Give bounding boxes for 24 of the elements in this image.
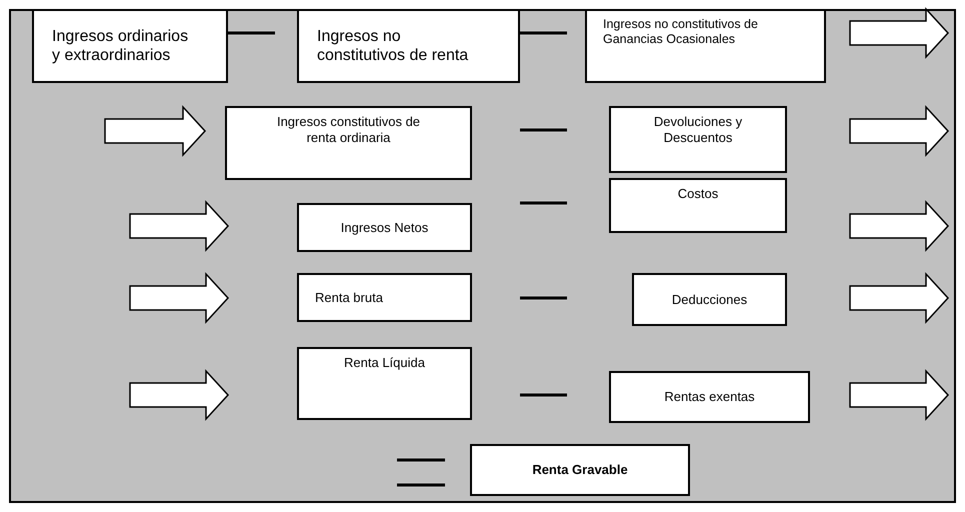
box-label: Ingresos Netos [340, 220, 430, 236]
process-box [470, 444, 690, 496]
box-label: Renta Líquida [343, 355, 426, 371]
box-label: Renta Gravable [531, 462, 629, 478]
box-label: Costos [676, 186, 720, 202]
process-box [632, 273, 787, 326]
box-label: Ingresos no constitutivos de Ganancias Ocasionales [603, 17, 759, 47]
box-label: Devoluciones y Descuentos [652, 114, 744, 146]
process-box [297, 203, 472, 252]
process-box [297, 273, 472, 322]
process-box [32, 9, 228, 83]
process-box [609, 371, 810, 423]
box-label: Ingresos ordinarios y extraordinarios [52, 26, 190, 66]
process-box [225, 106, 472, 180]
box-label: Renta bruta [315, 290, 384, 306]
process-box [585, 9, 826, 83]
box-label: Deducciones [670, 292, 748, 308]
box-label: Ingresos no constitutivos de renta [317, 26, 470, 66]
box-label: Ingresos constitutivos de renta ordinaria [276, 114, 422, 146]
process-box [609, 106, 787, 173]
process-box [297, 9, 520, 83]
process-box [297, 347, 472, 420]
box-label: Rentas exentas [663, 389, 756, 405]
process-box [609, 178, 787, 233]
